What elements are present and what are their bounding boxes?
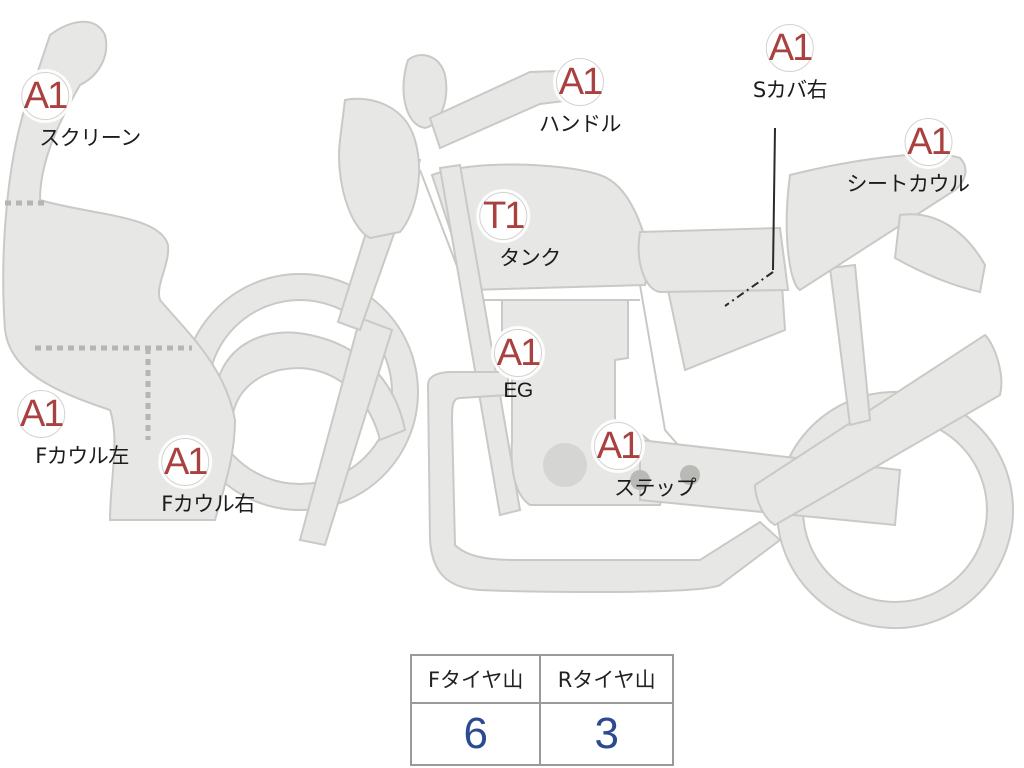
- part-label: Fカウル右: [161, 492, 255, 516]
- part-engine: A1 EG: [494, 329, 542, 403]
- damage-code-badge: A1: [556, 58, 604, 106]
- part-screen: A1 スクリーン: [0, 72, 141, 152]
- tire-tread-table: Fタイヤ山 Rタイヤ山 6 3: [409, 654, 674, 766]
- seat-cowl-shape: [785, 153, 967, 292]
- front-tire-value: 6: [409, 702, 542, 766]
- damage-code-badge: A1: [161, 438, 210, 486]
- part-step: A1 ステップ: [594, 422, 697, 502]
- damage-code-badge: T1: [479, 192, 528, 240]
- part-seat-cowl: A1 シートカウル: [847, 118, 970, 198]
- rear-shock: [828, 263, 872, 427]
- damage-code-badge: A1: [904, 118, 953, 166]
- part-label: ハンドル: [539, 112, 622, 136]
- part-handle: A1 ハンドル: [539, 58, 622, 138]
- rear-tire-header: Rタイヤ山: [539, 654, 674, 704]
- damage-code-badge: A1: [17, 390, 66, 438]
- part-f-cowl-right: A1 Fカウル右: [161, 438, 255, 518]
- s-cover-leader-line: [772, 127, 776, 271]
- part-label: EG: [503, 379, 533, 402]
- rear-tire-value: 3: [539, 702, 674, 766]
- frame-backbone: [438, 163, 522, 517]
- part-label: ステップ: [614, 476, 697, 500]
- part-f-cowl-left: A1 Fカウル左: [11, 390, 129, 470]
- exhaust-pipe: [426, 371, 782, 594]
- part-label: シートカウル: [846, 172, 971, 196]
- s-cover-leader-pointer: [724, 271, 774, 307]
- part-label: Sカバ右: [752, 78, 828, 102]
- front-tire-header: Fタイヤ山: [409, 654, 542, 704]
- headlight: [338, 97, 421, 240]
- engine-cover: [543, 443, 587, 487]
- part-s-cover-right: A1 Sカバ右: [752, 24, 828, 104]
- part-label: Fカウル左: [35, 444, 129, 468]
- damage-code-badge: A1: [594, 422, 642, 470]
- damage-code-badge: A1: [20, 72, 69, 120]
- part-tank: T1 タンク: [479, 192, 561, 272]
- part-label: タンク: [499, 246, 561, 270]
- damage-code-badge: A1: [494, 329, 542, 377]
- front-cowl: [2, 20, 237, 521]
- part-label: スクリーン: [39, 126, 141, 150]
- seat: [637, 226, 790, 294]
- front-fork: [298, 316, 394, 547]
- tail-light: [893, 213, 987, 294]
- step-peg-left: [630, 470, 650, 490]
- damage-code-badge: A1: [766, 24, 814, 72]
- side-cover: [666, 283, 787, 372]
- step-peg-right: [680, 465, 700, 485]
- muffler: [753, 333, 1003, 527]
